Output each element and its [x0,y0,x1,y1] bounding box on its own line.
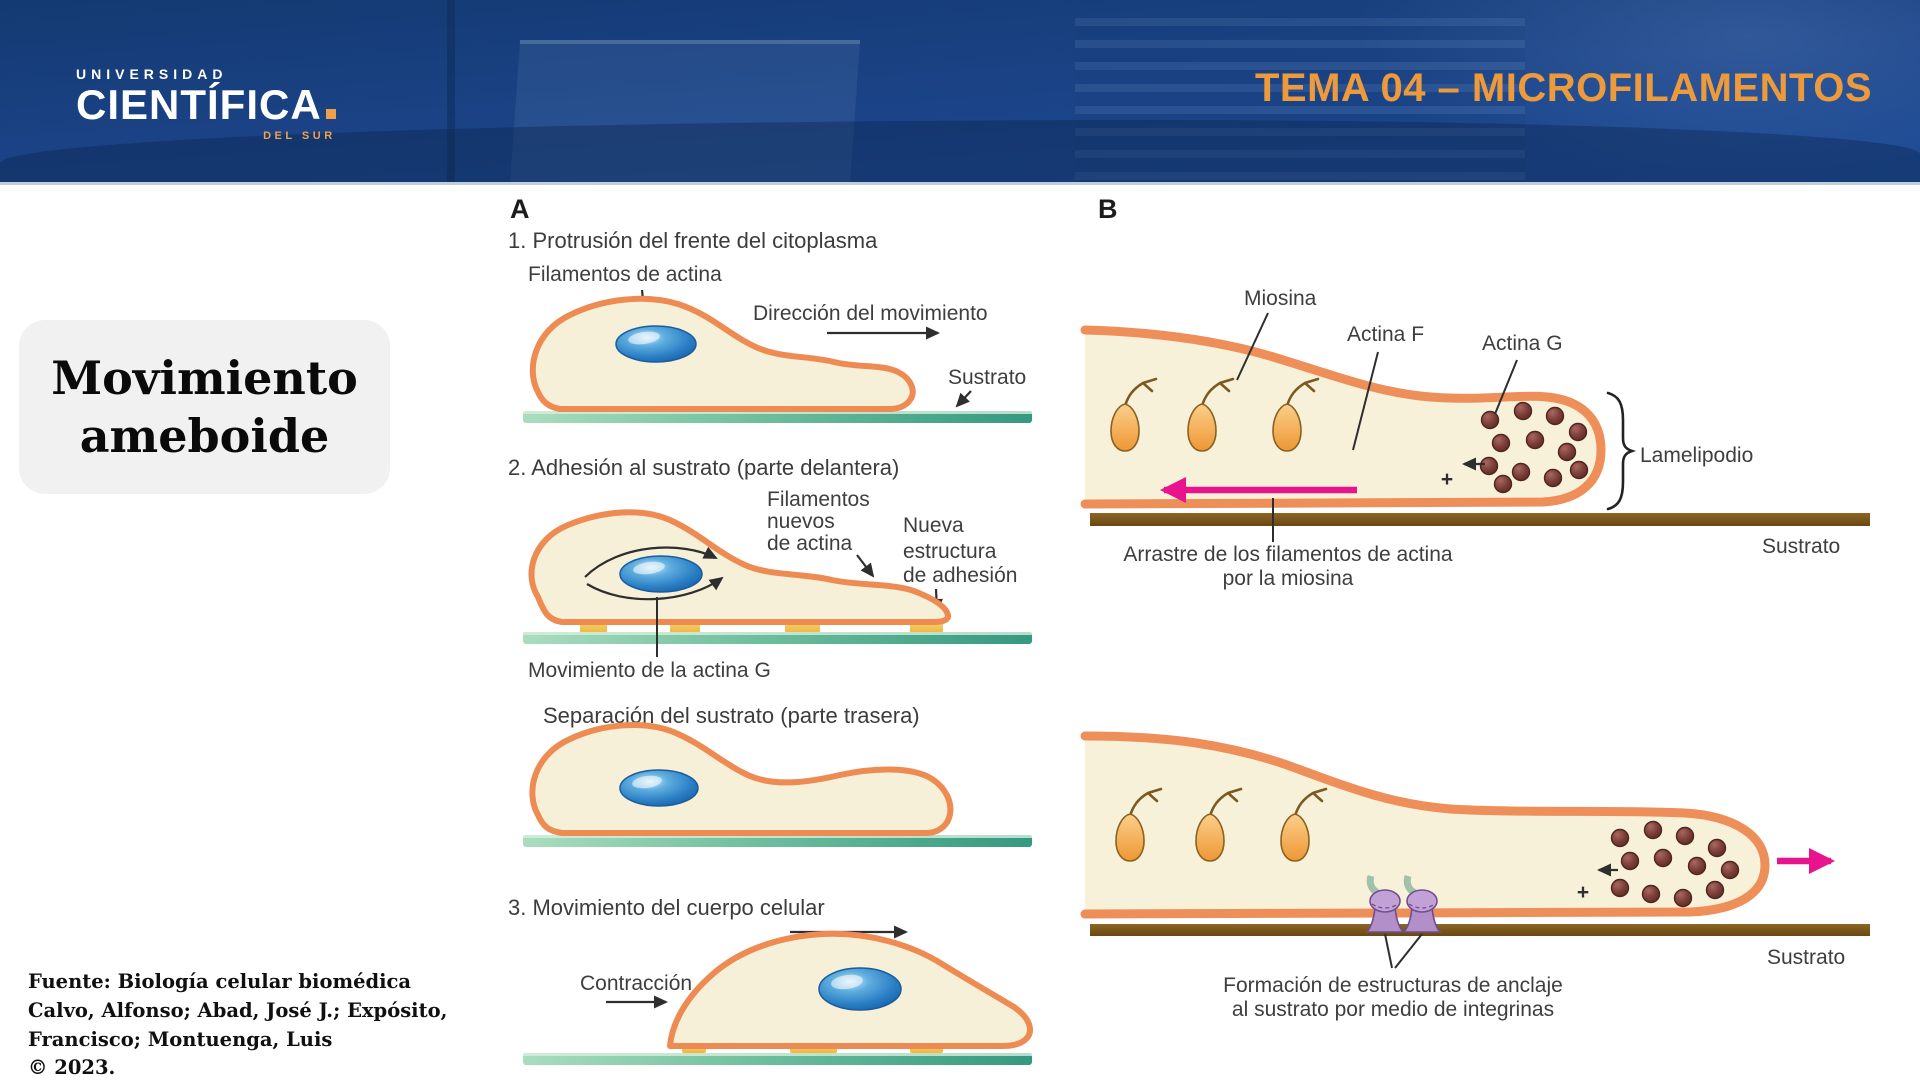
direction-label: Dirección del movimiento [753,302,988,325]
amoeboid-cell [670,934,1030,1046]
substrate-bar [1090,513,1870,526]
figure-a2-adhesion: Filamentos nuevos de actina Nueva estruc… [523,488,1032,682]
amoeboid-cell [531,512,948,622]
myosin-leader-line [1236,312,1269,381]
actin-g-leader-line [1494,359,1518,415]
actin-g-monomers [1610,820,1740,908]
figure-a1-protrusion: Filamentos de actina Dirección del movim… [523,263,1032,423]
actin-g-movement-label: Movimiento de la actina G [528,659,771,682]
new-actin-arrow [856,554,875,578]
logo-word-cientifica: CIENTÍFICA [76,82,336,128]
drag-caption-l1: Arrastre de los filamentos de actina [1123,543,1452,566]
actin-flow-arrow-top [584,546,718,578]
amoeboid-cell [533,299,913,409]
plus-end-sign: + [1441,468,1453,491]
nucleus [619,555,703,593]
nucleus-highlight [628,331,660,345]
logo-word-universidad: UNIVERSIDAD [76,66,228,82]
new-actin-label-l1: Filamentos [767,488,870,511]
new-actin-label-l2: nuevos [767,510,835,533]
substrate-highlight [523,411,1032,414]
substrate-highlight [523,632,1032,635]
contraction-label: Contracción [580,972,692,995]
source-line4: © 2023. [28,1056,116,1080]
source-line2: Calvo, Alfonso; Abad, José J.; Expósito, [28,998,448,1022]
slide-title-line2: ameboide [79,409,330,463]
substrate-bar [1090,924,1870,936]
substrate-highlight [523,1053,1032,1056]
nucleus-highlight [633,561,665,575]
nucleus-highlight [831,974,863,990]
drag-caption-l2: por la miosina [1223,567,1354,590]
step3-title: 3. Movimiento del cuerpo celular [508,895,825,920]
lamellipodium-cytoplasm [1085,736,1765,914]
substrate-arrow [955,390,972,408]
actin-f-label: Actina F [1347,323,1424,346]
new-actin-label-l3: de actina [767,532,853,555]
header-banner: UNIVERSIDAD CIENTÍFICA DEL SUR TEMA 04 –… [0,0,1920,185]
cell-membrane [532,725,950,833]
panel-a-letter: A [510,194,530,224]
new-adhesion-label-l2: estructura [903,540,997,563]
lamellipodium-label: Lamelipodio [1640,444,1753,467]
nucleus [818,967,902,1011]
plus-end-sign: + [1577,881,1589,904]
amoeboid-cell [532,725,950,833]
integrin-leader-line-2 [1394,933,1423,969]
slide-title-line1: Movimiento [51,351,358,405]
actin-flow-arrow-bottom [586,576,724,601]
slide-title-card: Movimiento ameboide [19,320,390,494]
figure-a4-body-movement: Contracción [523,925,1060,1065]
step2-title: 2. Adhesión al sustrato (parte delantera… [508,455,900,480]
actin-filaments-label: Filamentos de actina [528,263,722,286]
substrate-label: Sustrato [948,366,1026,389]
nucleus-highlight [632,775,662,789]
source-line3: Francisco; Montuenga, Luis [28,1027,333,1051]
nucleus [619,769,699,807]
substrate-label: Sustrato [1767,946,1845,969]
panel-b-letter: B [1098,194,1118,224]
nucleus [615,325,697,363]
cell-membrane [531,512,948,622]
anchoring-caption-l1: Formación de estructuras de anclaje [1223,974,1563,997]
figure-b1-myosin-drag: + Miosina Actina F Actina G Lamelipodio … [1080,287,1870,590]
actin-g-label: Actina G [1482,332,1563,355]
substrate-label: Sustrato [1762,535,1840,558]
logo-word-del-sur: DEL SUR [263,130,336,142]
myosin-label: Miosina [1244,287,1317,310]
source-citation: Fuente: Biología celular biomédica Calvo… [28,968,447,1083]
campus-pole-shape [447,0,455,182]
actin-g-monomers [1479,401,1589,494]
actin-f-leader-line [1352,351,1379,451]
new-adhesion-label-l1: Nueva [903,514,964,537]
lamellipodium-brace [1606,391,1637,511]
step1-title: 1. Protrusión del frente del citoplasma [508,228,878,253]
source-line1: Fuente: Biología celular biomédica [28,970,412,993]
anchoring-caption-l2: al sustrato por medio de integrinas [1232,998,1554,1021]
integrin-leader-line [1384,933,1393,969]
logo-orange-dot [325,109,336,119]
campus-building-shape [509,40,861,182]
university-logo: UNIVERSIDAD CIENTÍFICA DEL SUR [76,66,336,142]
detach-title: Separación del sustrato (parte trasera) [543,703,920,728]
figure-a3-detachment [523,695,1032,847]
cell-membrane [1080,325,1606,509]
new-adhesion-label-l3: de adhesión [903,564,1017,587]
cell-membrane [1080,731,1770,919]
substrate-highlight [523,835,1032,838]
slide-topic-title: TEMA 04 – MICROFILAMENTOS [1255,66,1872,110]
figure-b2-integrin-anchoring: + Sustrato Formación de estructuras de a… [1080,731,1870,1021]
